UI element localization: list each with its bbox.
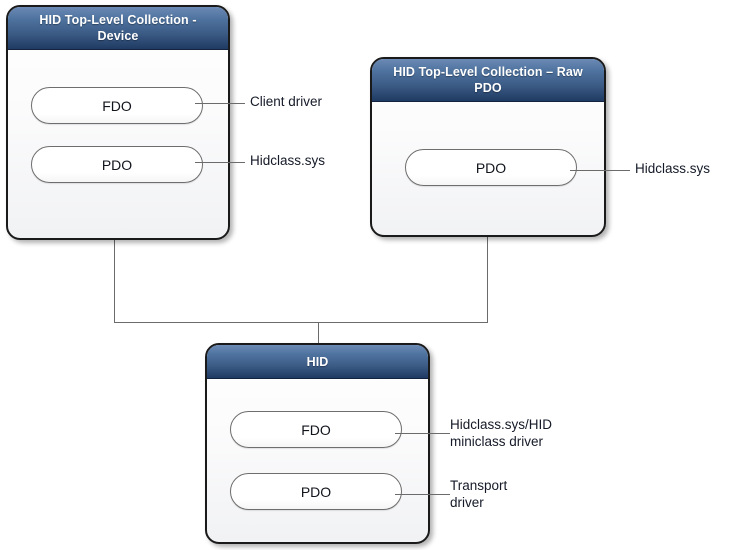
callout-transport-driver: Transport driver [450,478,508,510]
node-hid-top-level-collection-device[interactable]: HID Top-Level Collection - Device FDO PD… [6,5,230,240]
node-body-tlc-device: FDO PDO [8,50,228,238]
object-label: PDO [300,483,332,500]
node-hid[interactable]: HID FDO PDO [205,343,430,544]
node-header-tlc-raw-pdo: HID Top-Level Collection – Raw PDO [372,59,604,102]
object-pdo-hid[interactable]: PDO [230,473,402,510]
object-label: FDO [102,97,132,114]
callout-hidclass-miniclass-driver: Hidclass.sys/HID miniclass driver [450,417,553,449]
object-fdo-hid[interactable]: FDO [230,411,402,448]
leader-transport-driver [395,494,450,495]
leader-hidclass-sys-device-pdo [195,162,245,163]
node-body-hid: FDO PDO [207,379,428,542]
node-body-tlc-raw-pdo: PDO [372,102,604,235]
connector-horizontal-bus [114,322,488,323]
leader-client-driver [195,103,245,104]
object-fdo-tlc-device[interactable]: FDO [31,87,203,124]
object-pdo-tlc-device[interactable]: PDO [31,146,203,183]
object-label: FDO [301,421,331,438]
connector-bus-to-hid [318,322,319,344]
object-label: PDO [101,156,133,173]
node-header-hid: HID [207,345,428,379]
callout-hidclass-sys-device-pdo: Hidclass.sys [250,153,326,168]
callout-client-driver: Client driver [250,94,323,109]
callout-hidclass-sys-raw-pdo: Hidclass.sys [635,161,711,176]
connector-device-down [114,240,115,323]
node-hid-top-level-collection-raw-pdo[interactable]: HID Top-Level Collection – Raw PDO PDO [370,57,606,237]
object-label: PDO [475,159,507,176]
connector-rawpdo-down [487,237,488,323]
object-pdo-tlc-raw-pdo[interactable]: PDO [405,149,577,186]
leader-hidclass-miniclass-driver [395,433,450,434]
leader-hidclass-sys-raw-pdo [570,170,630,171]
node-header-tlc-device: HID Top-Level Collection - Device [8,7,228,50]
